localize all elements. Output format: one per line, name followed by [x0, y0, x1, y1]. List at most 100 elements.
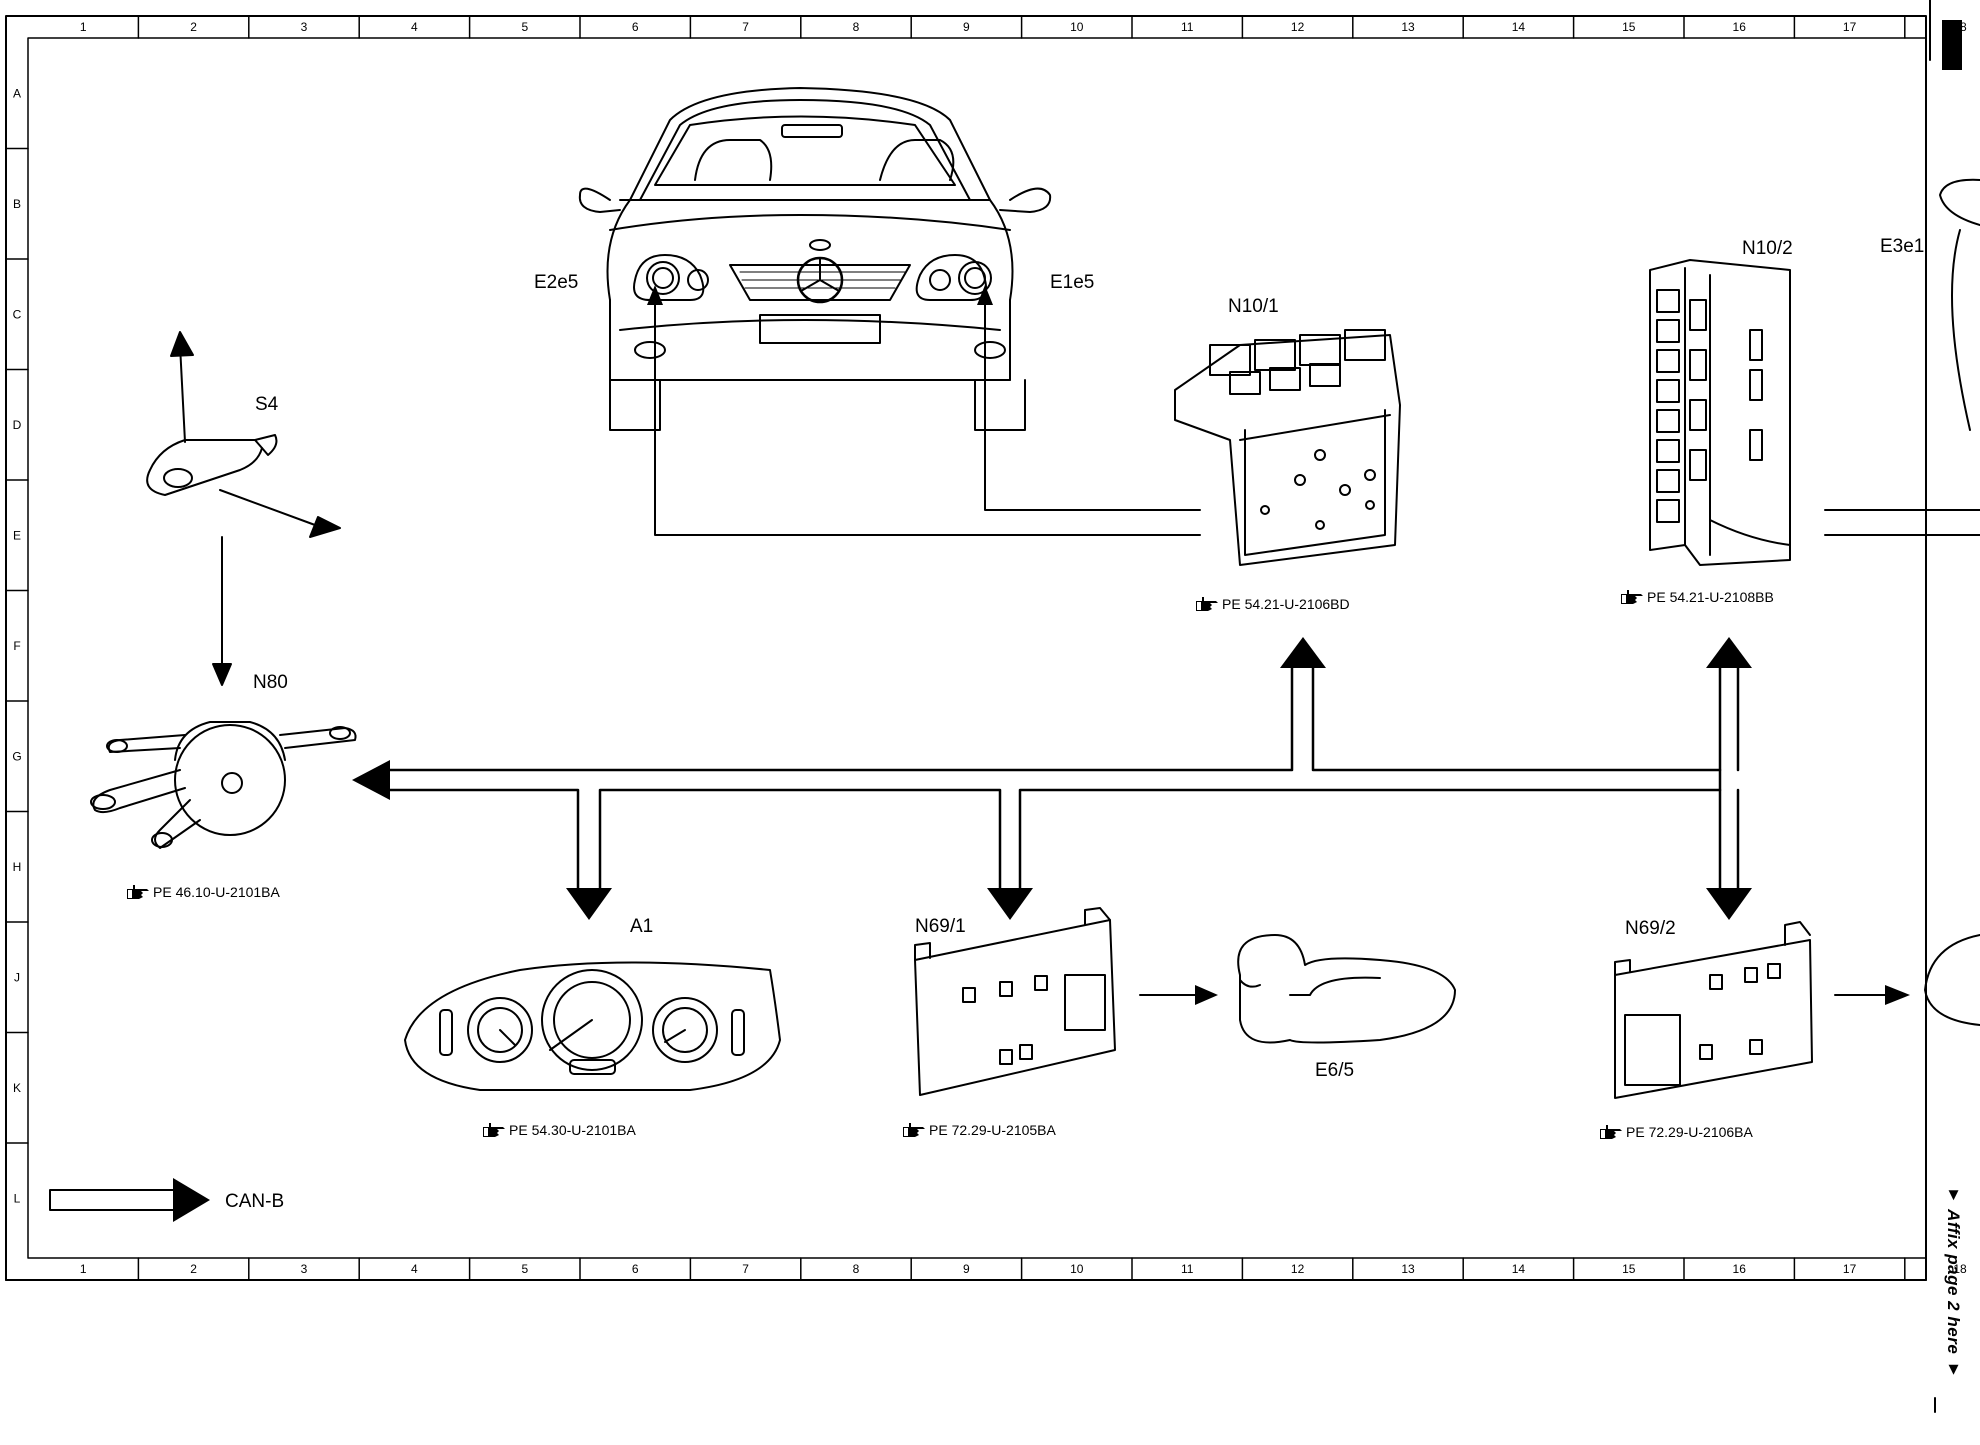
- can-b-arrowheads: [352, 637, 1752, 920]
- component-labels: S4 N80 E2e5 E1e5 N10/1 N10/2 E3e1 A1 N69…: [225, 236, 1924, 1212]
- grid-column-label-bottom: 14: [1512, 1262, 1526, 1276]
- grid-column-label-top: 2: [190, 20, 197, 34]
- pointing-hand-icon: [1621, 590, 1643, 604]
- reference-n10-2: PE 54.21-U-2108BB: [1621, 589, 1774, 605]
- door-control-module-left-illustration: [914, 907, 1116, 1096]
- signal-lines: [654, 289, 1980, 996]
- grid-column-label-bottom: 1: [80, 1262, 87, 1276]
- label-n69-1: N69/1: [915, 916, 966, 937]
- grid-column-label-bottom: 4: [411, 1262, 418, 1276]
- grid-row-label: H: [13, 860, 22, 874]
- grid-row-label: B: [13, 197, 21, 211]
- pointing-hand-icon: [127, 885, 149, 899]
- side-mirror-illustration: [1237, 934, 1456, 1044]
- grid-column-label-bottom: 6: [632, 1262, 639, 1276]
- grid-column-label-top: 12: [1291, 20, 1305, 34]
- door-control-module-right-illustration: [1614, 921, 1813, 1099]
- can-b-legend-arrow: [49, 1178, 210, 1222]
- reference-text: PE 54.21-U-2108BB: [1647, 589, 1774, 605]
- sam-front-module-illustration: [1174, 329, 1401, 566]
- label-n80: N80: [253, 672, 288, 693]
- legend-can-b-label: CAN-B: [225, 1191, 284, 1212]
- grid-column-label-top: 3: [301, 20, 308, 34]
- reference-labels: PE 46.10-U-2101BA PE 54.21-U-2106BD PE 5…: [127, 589, 1774, 1140]
- pointing-hand-icon: [903, 1123, 925, 1137]
- label-s4: S4: [255, 394, 279, 415]
- grid-column-label-bottom: 8: [853, 1262, 860, 1276]
- grid-column-label-bottom: 7: [742, 1262, 749, 1276]
- label-a1: A1: [630, 916, 653, 937]
- grid-row-label: K: [13, 1081, 21, 1095]
- reference-n10-1: PE 54.21-U-2106BD: [1196, 596, 1350, 612]
- grid-column-label-top: 15: [1622, 20, 1636, 34]
- label-e1e5: E1e5: [1050, 272, 1094, 293]
- can-b-bus: [380, 666, 1740, 890]
- reference-text: PE 54.21-U-2106BD: [1222, 596, 1350, 612]
- grid-column-label-top: 5: [521, 20, 528, 34]
- grid-column-label-bottom: 10: [1070, 1262, 1084, 1276]
- reference-n69-2: PE 72.29-U-2106BA: [1600, 1124, 1754, 1140]
- grid-column-label-top: 10: [1070, 20, 1084, 34]
- grid-row-label: L: [14, 1191, 21, 1205]
- grid-column-label-top: 16: [1733, 20, 1747, 34]
- grid-row-label: J: [14, 970, 20, 984]
- grid-column-label-bottom: 11: [1181, 1262, 1194, 1276]
- grid-column-label-bottom: 5: [521, 1262, 528, 1276]
- grid-column-label-top: 14: [1512, 20, 1526, 34]
- grid-column-label-top: 8: [853, 20, 860, 34]
- steering-column-module-illustration: [90, 721, 357, 849]
- signal-arrowheads: [647, 285, 1910, 1005]
- reference-text: PE 46.10-U-2101BA: [153, 884, 281, 900]
- label-n10-2: N10/2: [1742, 238, 1793, 259]
- reference-text: PE 72.29-U-2106BA: [1626, 1124, 1754, 1140]
- grid-column-label-bottom: 2: [190, 1262, 197, 1276]
- grid-column-label-top: 6: [632, 20, 639, 34]
- label-e6-5: E6/5: [1315, 1060, 1354, 1081]
- grid-column-label-top: 4: [411, 20, 418, 34]
- grid-column-label-top: 13: [1401, 20, 1415, 34]
- grid-column-label-bottom: 17: [1843, 1262, 1857, 1276]
- label-n69-2: N69/2: [1625, 918, 1676, 939]
- pointing-hand-icon: [1196, 597, 1218, 611]
- label-e2e5: E2e5: [534, 272, 578, 293]
- grid-column-label-top: 7: [742, 20, 749, 34]
- pointing-hand-icon: [1600, 1125, 1622, 1139]
- grid-column-label-bottom: 15: [1622, 1262, 1636, 1276]
- grid-column-label-top: 1: [80, 20, 87, 34]
- grid-row-label: G: [12, 749, 21, 763]
- affix-page-note: ▼ Affix page 2 here ▼: [1944, 1185, 1963, 1379]
- grid-column-label-bottom: 13: [1401, 1262, 1415, 1276]
- reference-a1: PE 54.30-U-2101BA: [483, 1122, 637, 1138]
- reference-text: PE 72.29-U-2105BA: [929, 1122, 1057, 1138]
- grid-row-label: C: [13, 307, 22, 321]
- pointing-hand-icon: [483, 1123, 505, 1137]
- label-n10-1: N10/1: [1228, 296, 1279, 317]
- grid-column-label-bottom: 16: [1733, 1262, 1747, 1276]
- grid-column-label-top: 11: [1181, 20, 1194, 34]
- instrument-cluster-illustration: [404, 961, 781, 1091]
- reference-n69-1: PE 72.29-U-2105BA: [903, 1122, 1057, 1138]
- grid-column-label-bottom: 18: [1953, 1262, 1967, 1276]
- rear-light-illustration-partial: [1939, 178, 1980, 431]
- grid-row-label: E: [13, 528, 21, 542]
- grid-labels: 1122334455667788991010111112121313141415…: [12, 20, 1967, 1276]
- sheet-border: [5, 15, 1927, 1281]
- grid-column-label-top: 9: [963, 20, 970, 34]
- grid-column-label-top: 17: [1843, 20, 1857, 34]
- page-corner-mark: [1929, 0, 1962, 70]
- grid-column-label-bottom: 3: [301, 1262, 308, 1276]
- grid-column-label-bottom: 9: [963, 1262, 970, 1276]
- sam-rear-module-illustration: [1649, 259, 1791, 566]
- grid-row-label: D: [13, 418, 22, 432]
- combination-switch-illustration: [146, 331, 341, 686]
- reference-n80: PE 46.10-U-2101BA: [127, 884, 281, 900]
- grid-ticks: [5, 15, 1906, 1281]
- reference-text: PE 54.30-U-2101BA: [509, 1122, 637, 1138]
- grid-row-label: F: [13, 639, 20, 653]
- vehicle-front-view: [578, 87, 1052, 431]
- side-mirror-partial-right: [1924, 934, 1980, 1026]
- label-e3e1: E3e1: [1880, 236, 1924, 257]
- grid-row-label: A: [13, 86, 21, 100]
